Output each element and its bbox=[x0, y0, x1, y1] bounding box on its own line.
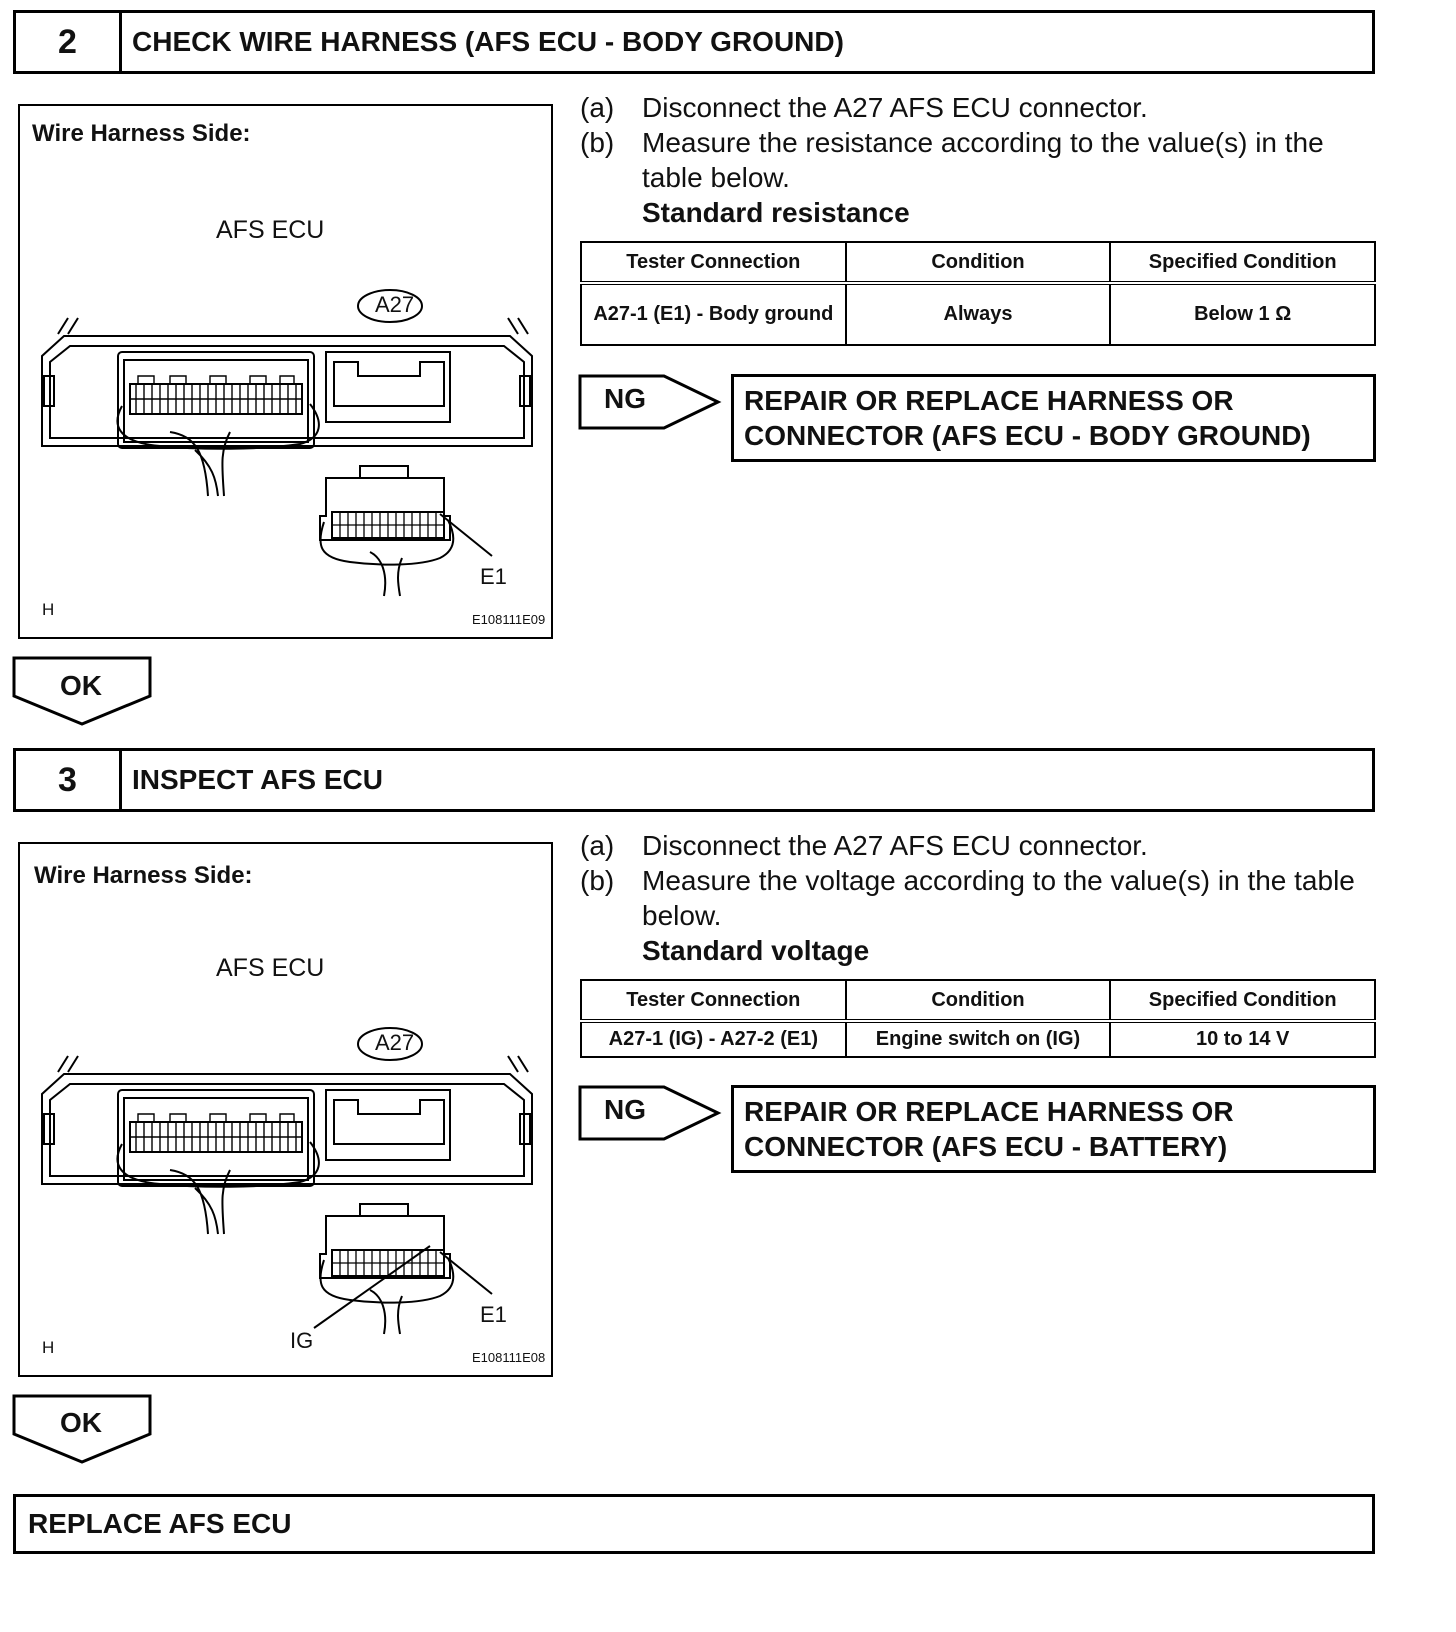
instruction-item: (b) Measure the voltage according to the… bbox=[580, 865, 1355, 931]
ecu-connector-diagram bbox=[41, 289, 533, 597]
ng-label: NG bbox=[604, 383, 646, 414]
standard-voltage-heading: Standard voltage bbox=[642, 935, 870, 966]
table-header: Tester Connection bbox=[580, 241, 847, 285]
pin-e1-label: E1 bbox=[480, 1302, 507, 1327]
table-cell: Below 1 Ω bbox=[1109, 282, 1376, 346]
step-number: 3 bbox=[16, 751, 122, 809]
ok-arrow-icon bbox=[12, 656, 152, 726]
table-row: A27-1 (IG) - A27-2 (E1) Engine switch on… bbox=[580, 1020, 1376, 1058]
ig-leader-line bbox=[313, 1245, 431, 1329]
table-cell: 10 to 14 V bbox=[1109, 1020, 1376, 1058]
ng-result-box: REPAIR OR REPLACE HARNESS OR CONNECTOR (… bbox=[731, 1085, 1376, 1173]
instruction-item: (a) Disconnect the A27 AFS ECU connector… bbox=[580, 830, 1148, 861]
ok-label: OK bbox=[60, 1407, 102, 1438]
step-2-header: 2 CHECK WIRE HARNESS (AFS ECU - BODY GRO… bbox=[13, 10, 1375, 74]
afs-ecu-label: AFS ECU bbox=[216, 954, 325, 982]
connector-figure-step-2: Wire Harness Side: AFS ECU A27 E1 H E108… bbox=[18, 104, 553, 639]
harness-connector bbox=[319, 477, 451, 541]
step-title: INSPECT AFS ECU bbox=[132, 764, 383, 795]
table-header: Condition bbox=[844, 241, 1112, 285]
pin-ig-label: IG bbox=[290, 1328, 314, 1353]
corner-h-label: H bbox=[42, 600, 55, 619]
ok-arrow-icon bbox=[12, 1394, 152, 1464]
connector-id-label: A27 bbox=[375, 292, 415, 317]
ng-label: NG bbox=[604, 1094, 646, 1125]
table-header: Tester Connection bbox=[580, 979, 847, 1023]
figure-code: E108111E08 bbox=[472, 1350, 546, 1365]
table-cell: A27-1 (IG) - A27-2 (E1) bbox=[580, 1020, 847, 1058]
step-title: CHECK WIRE HARNESS (AFS ECU - BODY GROUN… bbox=[132, 26, 844, 57]
secondary-connector bbox=[325, 351, 451, 423]
step-number: 2 bbox=[16, 13, 122, 71]
ecu-housing bbox=[41, 1073, 533, 1185]
instruction-item: (b) Measure the resistance according to … bbox=[580, 127, 1324, 193]
ecu-housing bbox=[41, 335, 533, 447]
table-header: Condition bbox=[844, 979, 1112, 1023]
ng-arrow-icon bbox=[578, 374, 722, 430]
secondary-connector bbox=[325, 1089, 451, 1161]
step-3-instructions: (a) Disconnect the A27 AFS ECU connector… bbox=[580, 828, 1370, 968]
e1-leader-line bbox=[439, 1251, 493, 1295]
connector-id-label: A27 bbox=[375, 1030, 415, 1055]
table-header: Specified Condition bbox=[1109, 979, 1376, 1023]
ok-label: OK bbox=[60, 670, 102, 701]
e1-leader-line bbox=[439, 513, 493, 557]
harness-connector bbox=[319, 1215, 451, 1279]
connector-figure-step-3: Wire Harness Side: AFS ECU A27 E1 IG H E… bbox=[18, 842, 553, 1377]
ng-result-box: REPAIR OR REPLACE HARNESS OR CONNECTOR (… bbox=[731, 374, 1376, 462]
step-2-instructions: (a) Disconnect the A27 AFS ECU connector… bbox=[580, 90, 1370, 230]
resistance-spec-table: Tester Connection Condition Specified Co… bbox=[580, 241, 1376, 346]
instruction-item: (a) Disconnect the A27 AFS ECU connector… bbox=[580, 92, 1148, 123]
replace-afs-ecu-box: REPLACE AFS ECU bbox=[13, 1494, 1375, 1554]
ecu-connector-diagram bbox=[41, 1027, 533, 1335]
corner-h-label: H bbox=[42, 1338, 55, 1357]
table-cell: A27-1 (E1) - Body ground bbox=[580, 282, 847, 346]
table-row: A27-1 (E1) - Body ground Always Below 1 … bbox=[580, 282, 1376, 346]
connector-callout-circle bbox=[357, 289, 423, 323]
wire-harness-side-label: Wire Harness Side: bbox=[32, 120, 251, 147]
figure-code: E108111E09 bbox=[472, 612, 546, 627]
wire-harness-side-label: Wire Harness Side: bbox=[34, 862, 253, 889]
connector-callout-circle bbox=[357, 1027, 423, 1061]
standard-resistance-heading: Standard resistance bbox=[642, 197, 910, 228]
afs-ecu-label: AFS ECU bbox=[216, 216, 325, 244]
pin-e1-label: E1 bbox=[480, 564, 507, 589]
step-3-header: 3 INSPECT AFS ECU bbox=[13, 748, 1375, 812]
table-cell: Engine switch on (IG) bbox=[844, 1020, 1112, 1058]
voltage-spec-table: Tester Connection Condition Specified Co… bbox=[580, 979, 1376, 1058]
table-header: Specified Condition bbox=[1109, 241, 1376, 285]
ng-arrow-icon bbox=[578, 1085, 722, 1141]
table-cell: Always bbox=[844, 282, 1112, 346]
